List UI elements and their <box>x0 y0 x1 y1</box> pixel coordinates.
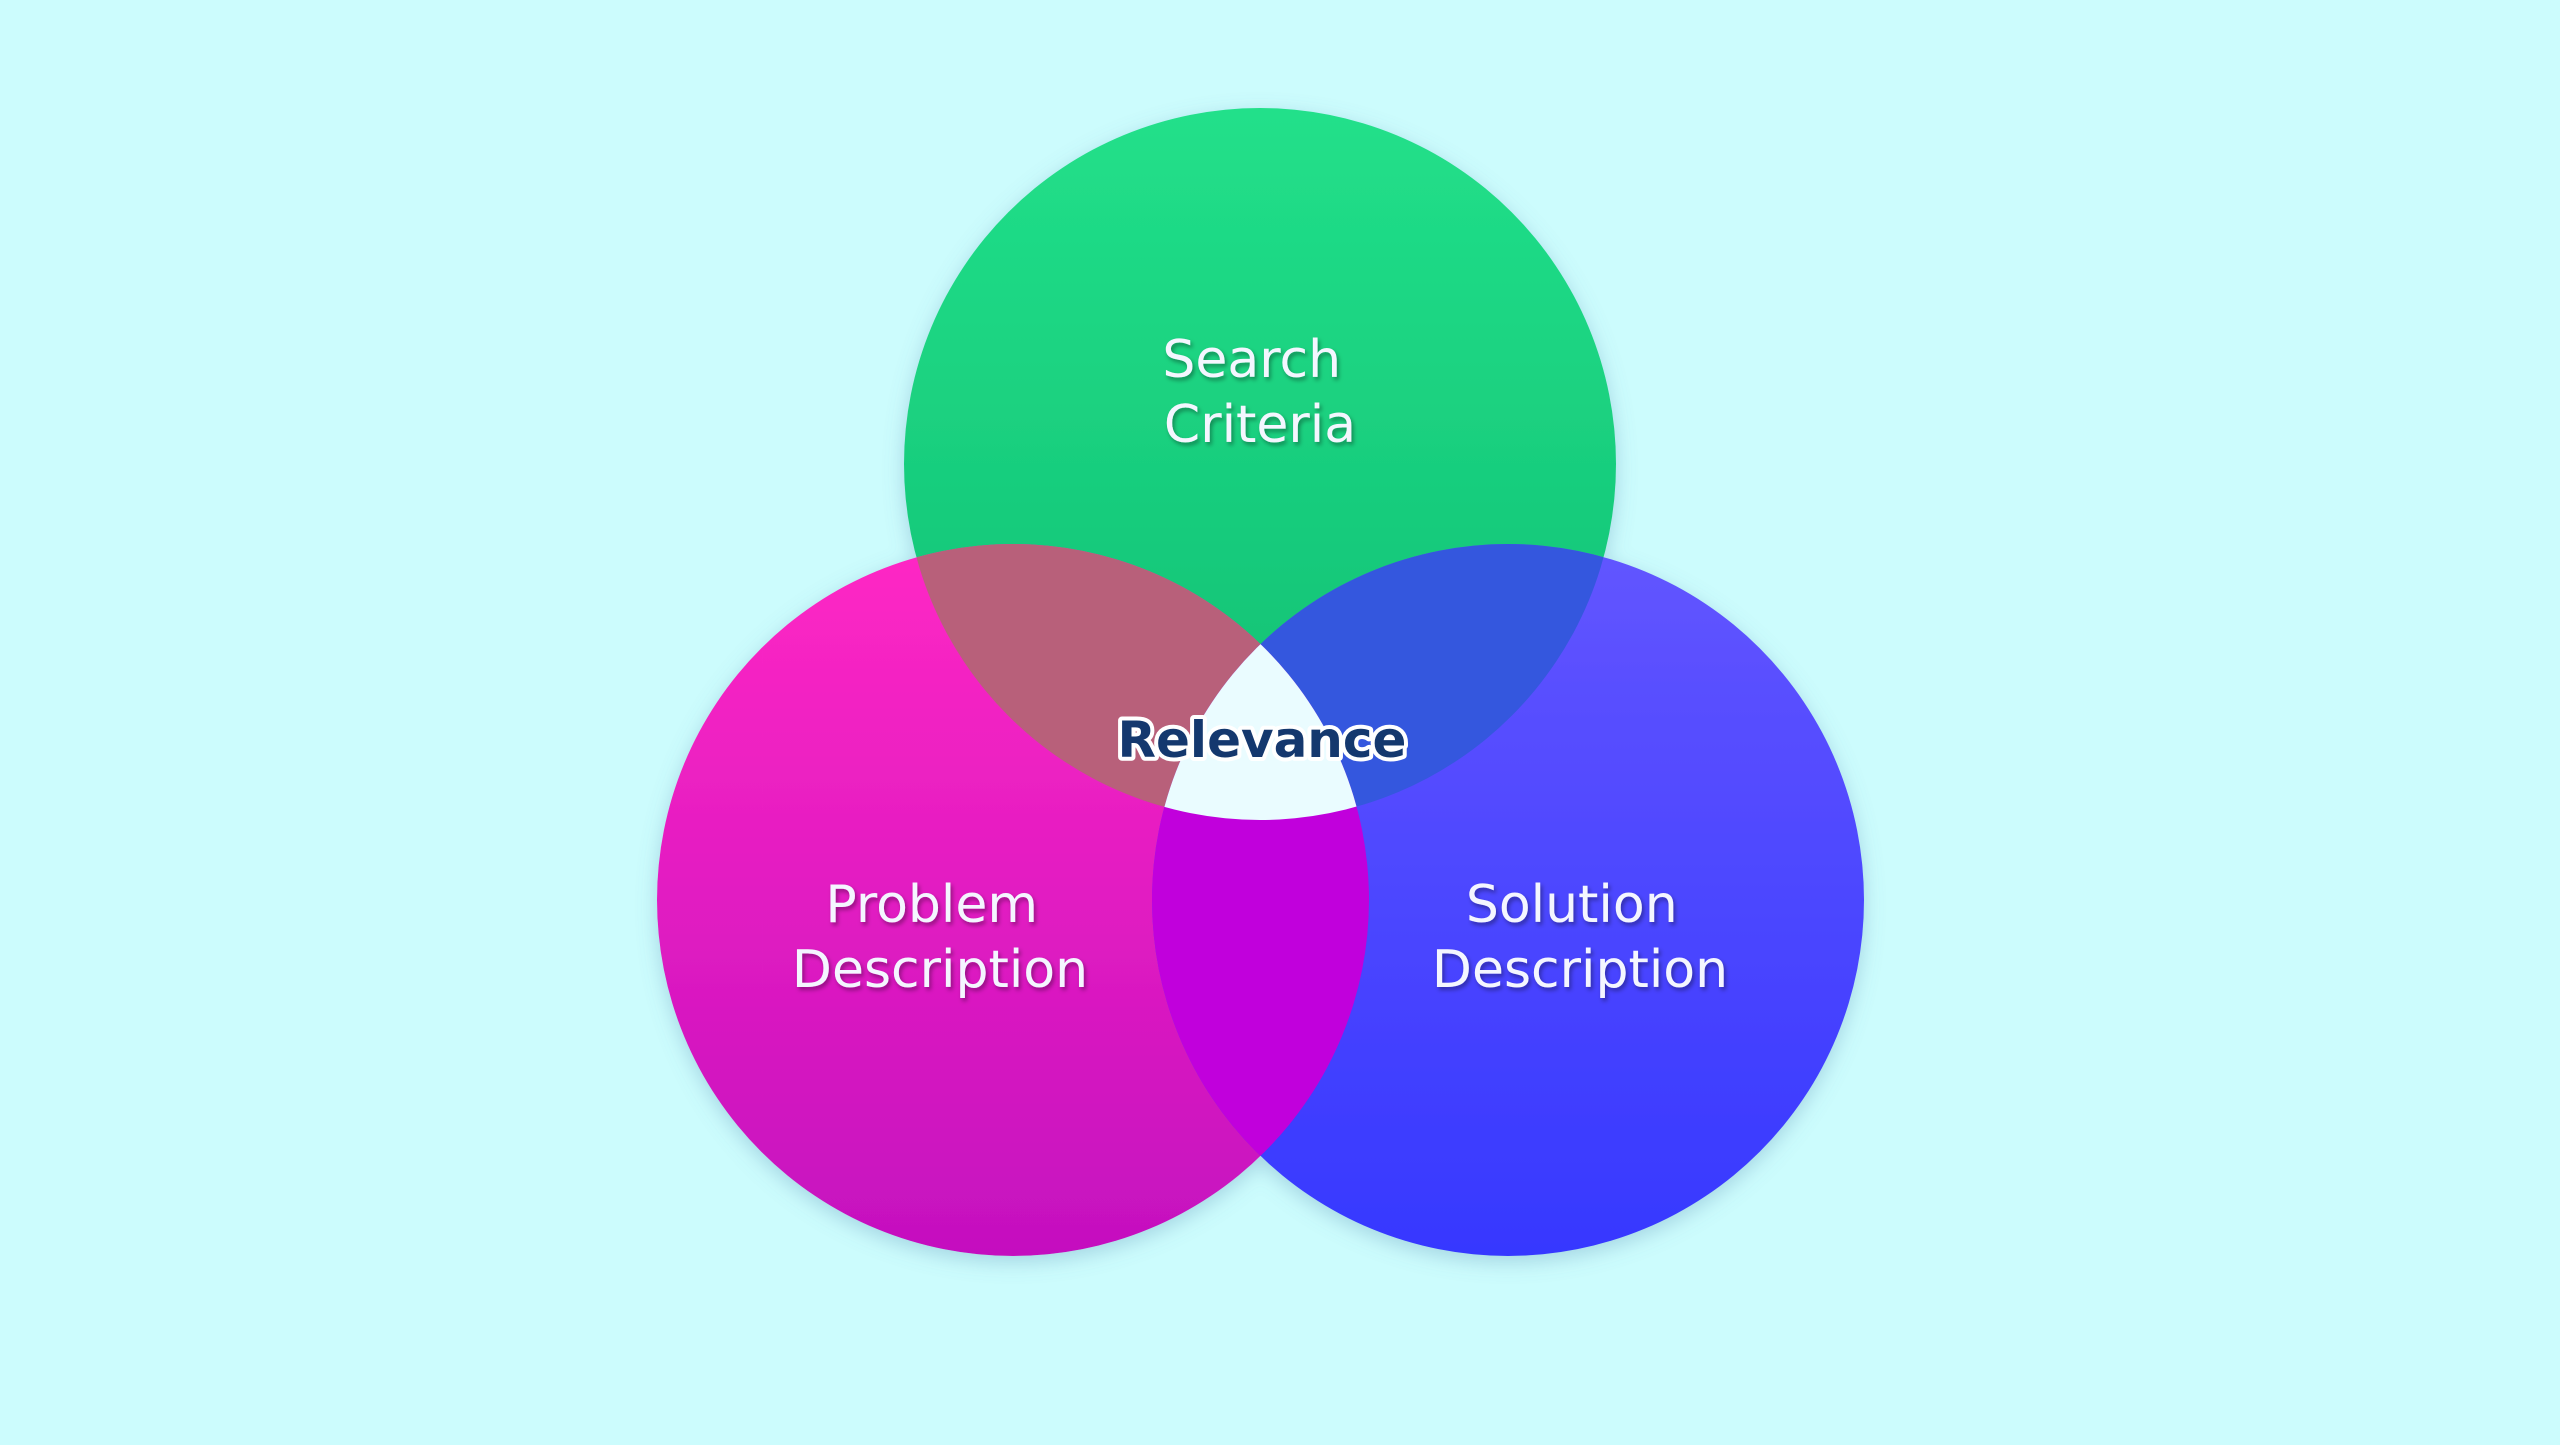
solution-description-label: Solution Description <box>1432 875 1728 1000</box>
search-problem-overlap <box>904 544 1369 820</box>
search-solution-overlap <box>1152 544 1616 820</box>
relevance-label: Relevance <box>1118 711 1407 769</box>
problem-description-label: Problem Description <box>792 875 1088 1000</box>
search-criteria-label: Search Criteria <box>1162 330 1357 455</box>
